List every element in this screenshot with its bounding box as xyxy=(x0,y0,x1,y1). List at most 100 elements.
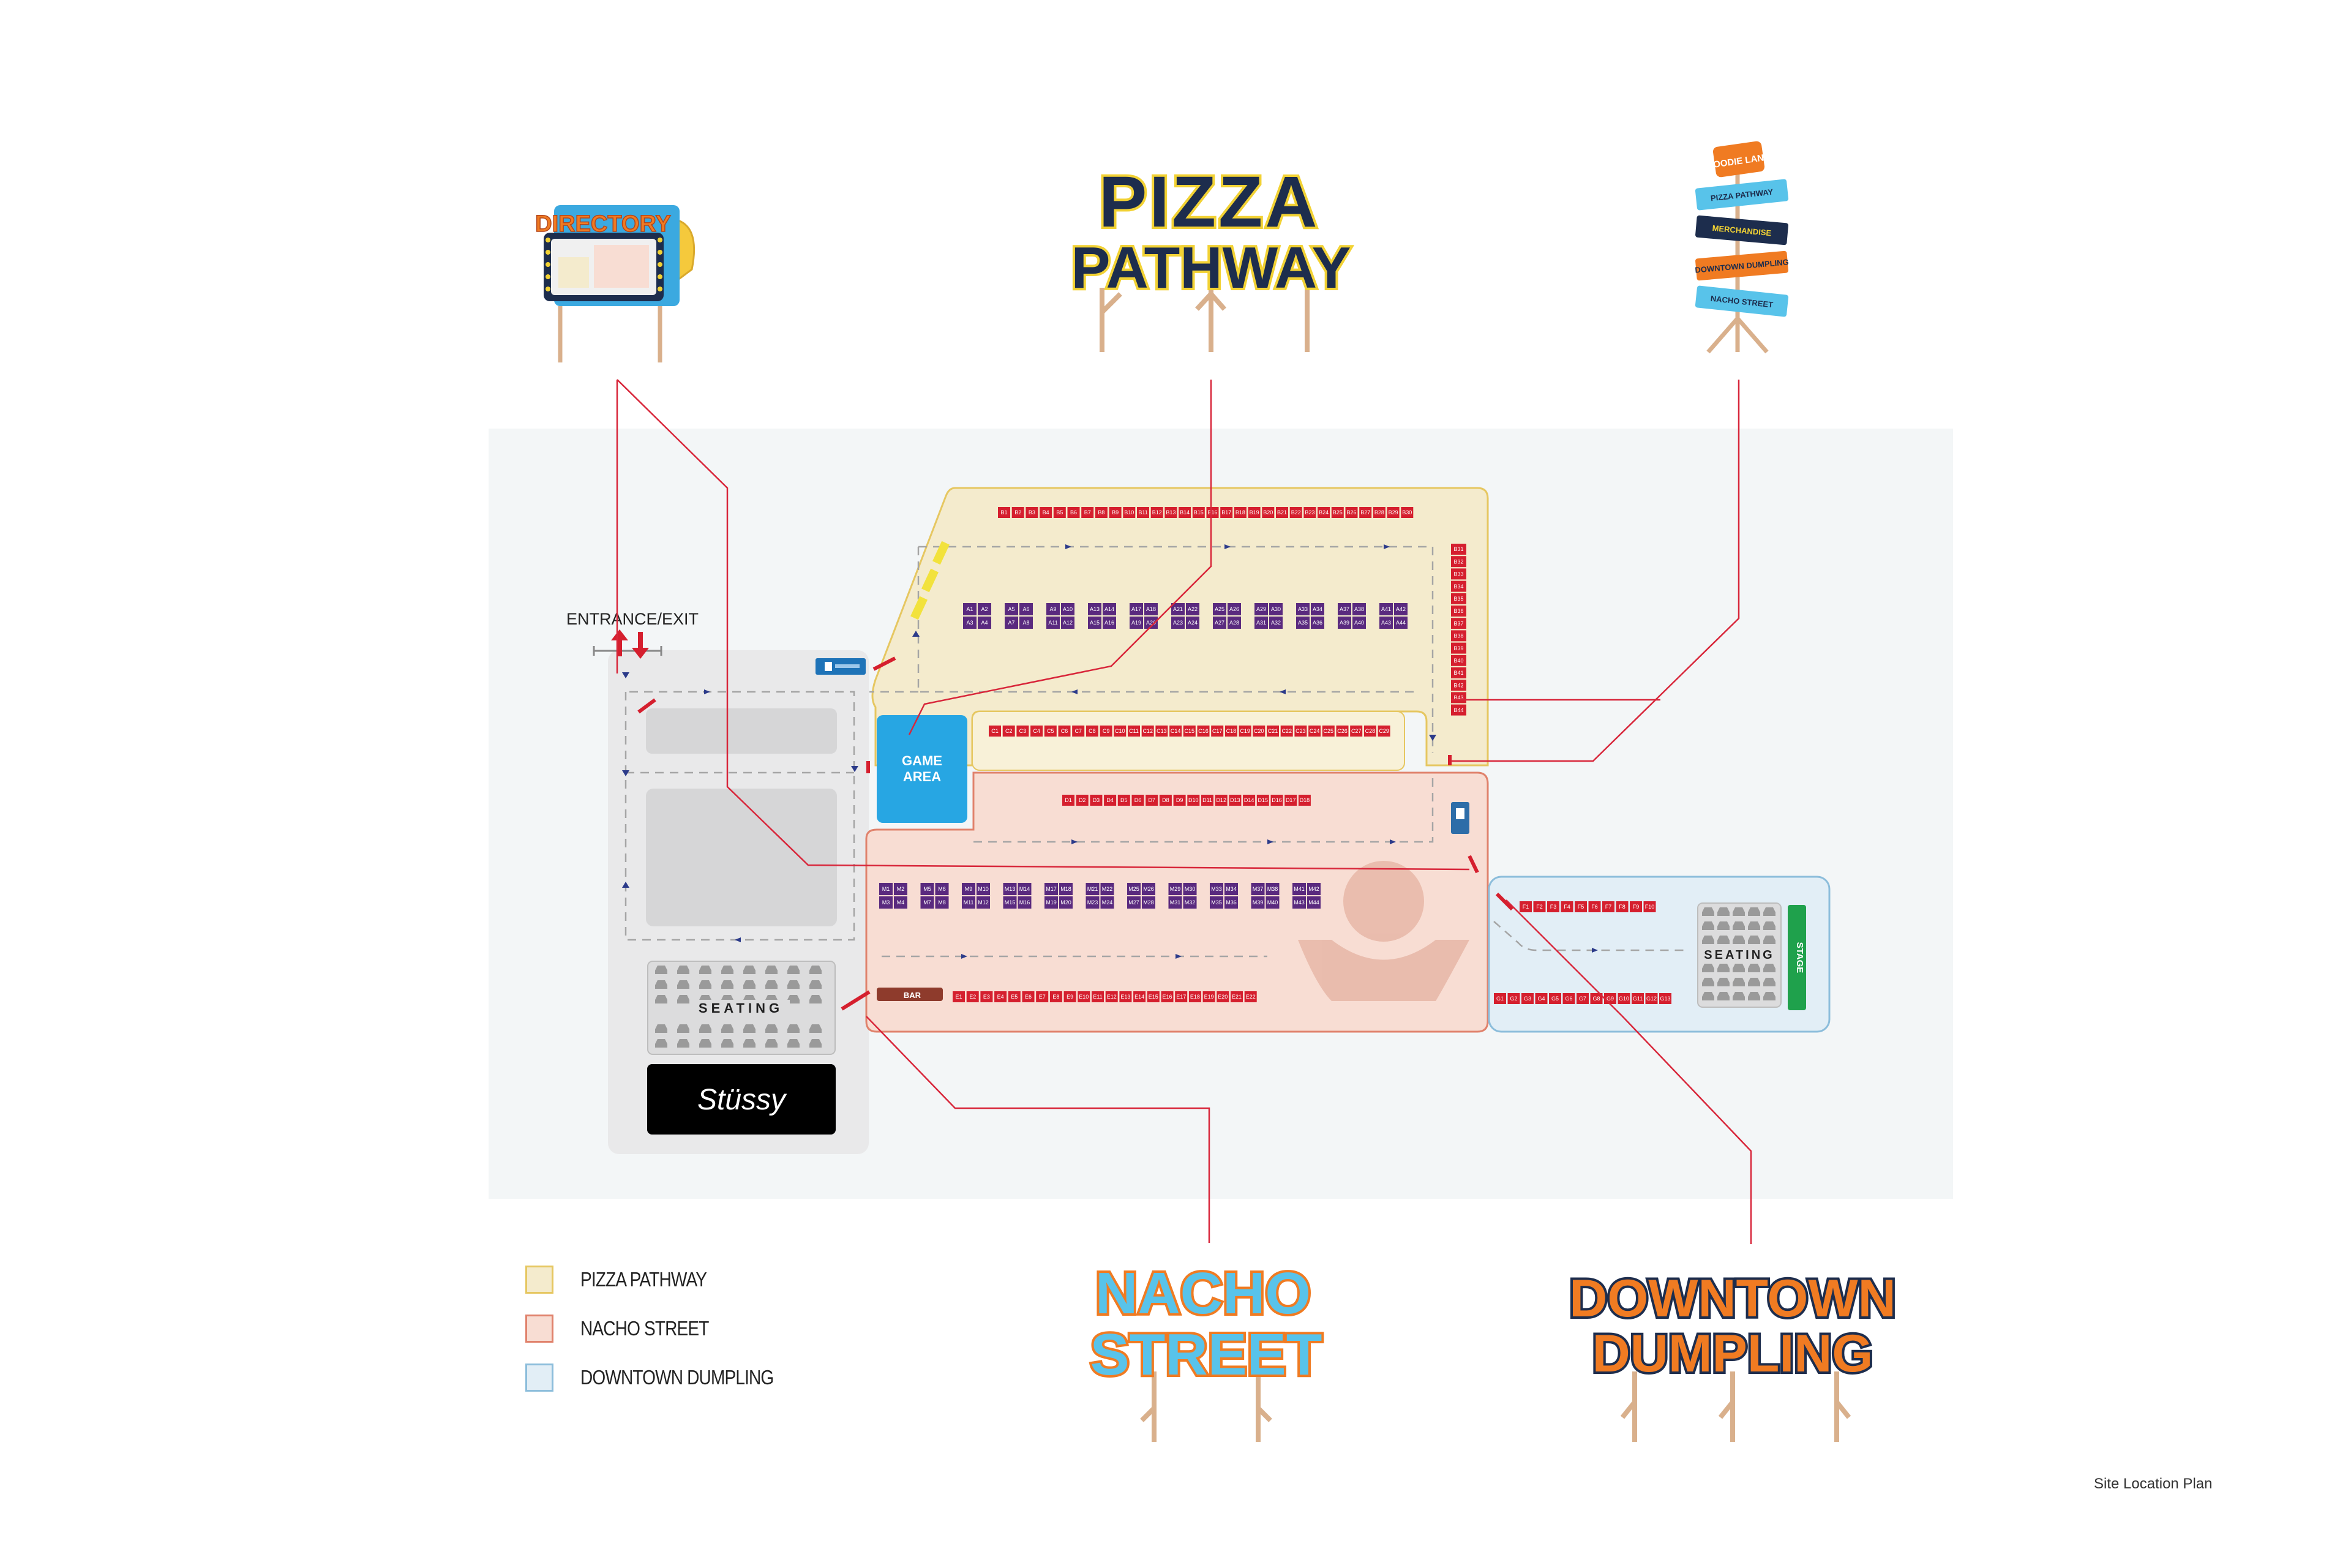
svg-text:D11: D11 xyxy=(1202,797,1212,803)
kiosk-a33: A33 xyxy=(1296,603,1310,615)
svg-text:C8: C8 xyxy=(1089,728,1096,734)
seat-icon xyxy=(655,980,667,989)
kiosk-m22: M22 xyxy=(1100,883,1114,895)
leader-lines xyxy=(616,379,1752,1244)
svg-text:M1: M1 xyxy=(882,886,890,892)
svg-text:E7: E7 xyxy=(1039,994,1046,1000)
svg-text:B43: B43 xyxy=(1453,695,1463,701)
svg-text:C13: C13 xyxy=(1157,728,1167,734)
kiosk-a37: A37 xyxy=(1338,603,1351,615)
stall-g11: G11 xyxy=(1632,993,1644,1004)
svg-text:DIRECTORY: DIRECTORY xyxy=(535,211,671,237)
svg-text:A25: A25 xyxy=(1215,606,1224,612)
svg-text:M25: M25 xyxy=(1128,886,1139,892)
svg-text:M16: M16 xyxy=(1019,899,1030,906)
kiosk-a11: A11 xyxy=(1046,617,1060,629)
svg-text:STAGE: STAGE xyxy=(1794,942,1805,973)
svg-text:M12: M12 xyxy=(978,899,989,906)
svg-text:E22: E22 xyxy=(1246,994,1256,1000)
legend: PIZZA PATHWAY NACHO STREET DOWNTOWN DUMP… xyxy=(525,1261,893,1420)
seat-icon xyxy=(1748,978,1760,986)
info-board-pizza xyxy=(816,658,866,675)
pizza-pathway-sign: PIZZA PATHWAY xyxy=(1069,159,1353,352)
kiosk-a3: A3 xyxy=(963,617,977,629)
svg-text:E12: E12 xyxy=(1107,994,1117,1000)
svg-text:A12: A12 xyxy=(1063,620,1073,626)
svg-text:C29: C29 xyxy=(1379,728,1389,734)
stall-g6: G6 xyxy=(1562,993,1575,1004)
svg-text:G7: G7 xyxy=(1579,996,1586,1002)
svg-text:C14: C14 xyxy=(1171,728,1181,734)
svg-text:G11: G11 xyxy=(1633,996,1643,1002)
stall-d1: D1 xyxy=(1062,795,1074,806)
stall-b12: B12 xyxy=(1150,507,1163,518)
svg-text:B30: B30 xyxy=(1402,509,1412,516)
svg-text:F2: F2 xyxy=(1536,904,1543,910)
svg-text:G6: G6 xyxy=(1565,996,1572,1002)
game-area[interactable]: GAME AREA xyxy=(877,715,967,823)
svg-text:G9: G9 xyxy=(1607,996,1614,1002)
stall-b4: B4 xyxy=(1040,507,1052,518)
stall-b40: B40 xyxy=(1451,655,1466,666)
stall-f4: F4 xyxy=(1561,901,1573,912)
svg-text:B9: B9 xyxy=(1112,509,1119,516)
svg-text:D2: D2 xyxy=(1079,797,1086,803)
svg-text:M41: M41 xyxy=(1294,886,1305,892)
kiosk-m25: M25 xyxy=(1127,883,1141,895)
svg-text:B17: B17 xyxy=(1221,509,1231,516)
svg-text:PATHWAY: PATHWAY xyxy=(1071,235,1351,301)
svg-text:C9: C9 xyxy=(1103,728,1110,734)
svg-text:M11: M11 xyxy=(964,899,974,906)
stall-b3: B3 xyxy=(1026,507,1038,518)
kiosk-m4: M4 xyxy=(894,896,907,909)
seat-icon xyxy=(787,995,800,1003)
svg-text:F9: F9 xyxy=(1633,904,1640,910)
kiosk-a14: A14 xyxy=(1103,603,1116,615)
stall-e10: E10 xyxy=(1078,991,1090,1002)
kiosk-a9: A9 xyxy=(1046,603,1060,615)
svg-text:DOWNTOWN: DOWNTOWN xyxy=(1569,1269,1895,1328)
stall-g9: G9 xyxy=(1604,993,1616,1004)
stall-d7: D7 xyxy=(1146,795,1158,806)
seat-icon xyxy=(1717,978,1730,986)
svg-text:M19: M19 xyxy=(1046,899,1057,906)
svg-text:D3: D3 xyxy=(1093,797,1100,803)
kiosk-a22: A22 xyxy=(1186,603,1199,615)
svg-text:B18: B18 xyxy=(1235,509,1245,516)
stall-b31: B31 xyxy=(1451,544,1466,555)
svg-text:C24: C24 xyxy=(1310,728,1320,734)
stall-c26: C26 xyxy=(1336,726,1349,737)
svg-text:A37: A37 xyxy=(1340,606,1349,612)
kiosk-a35: A35 xyxy=(1296,617,1310,629)
kiosk-a32: A32 xyxy=(1269,617,1283,629)
seat-icon xyxy=(743,1024,756,1033)
stall-b1: B1 xyxy=(998,507,1010,518)
stall-d2: D2 xyxy=(1076,795,1089,806)
svg-text:A7: A7 xyxy=(1008,620,1014,626)
svg-text:A28: A28 xyxy=(1229,620,1239,626)
stage: STAGE xyxy=(1788,905,1806,1010)
svg-text:E1: E1 xyxy=(955,994,962,1000)
seat-icon xyxy=(1702,978,1714,986)
seat-icon xyxy=(1717,921,1730,930)
stall-b10: B10 xyxy=(1123,507,1136,518)
svg-text:B33: B33 xyxy=(1453,571,1463,577)
stall-c29: C29 xyxy=(1378,726,1390,737)
stall-e16: E16 xyxy=(1161,991,1174,1002)
kiosk-m32: M32 xyxy=(1183,896,1197,909)
kiosk-a5: A5 xyxy=(1005,603,1018,615)
svg-text:D13: D13 xyxy=(1230,797,1240,803)
svg-text:E8: E8 xyxy=(1052,994,1059,1000)
svg-text:M39: M39 xyxy=(1253,899,1264,906)
svg-text:A20: A20 xyxy=(1146,620,1156,626)
svg-text:BAR: BAR xyxy=(904,991,921,1000)
stall-e3: E3 xyxy=(980,991,993,1002)
svg-text:B19: B19 xyxy=(1250,509,1259,516)
stall-c28: C28 xyxy=(1363,726,1376,737)
svg-text:D16: D16 xyxy=(1272,797,1282,803)
stall-c22: C22 xyxy=(1280,726,1293,737)
svg-text:A15: A15 xyxy=(1090,620,1100,626)
svg-text:C3: C3 xyxy=(1019,728,1027,734)
